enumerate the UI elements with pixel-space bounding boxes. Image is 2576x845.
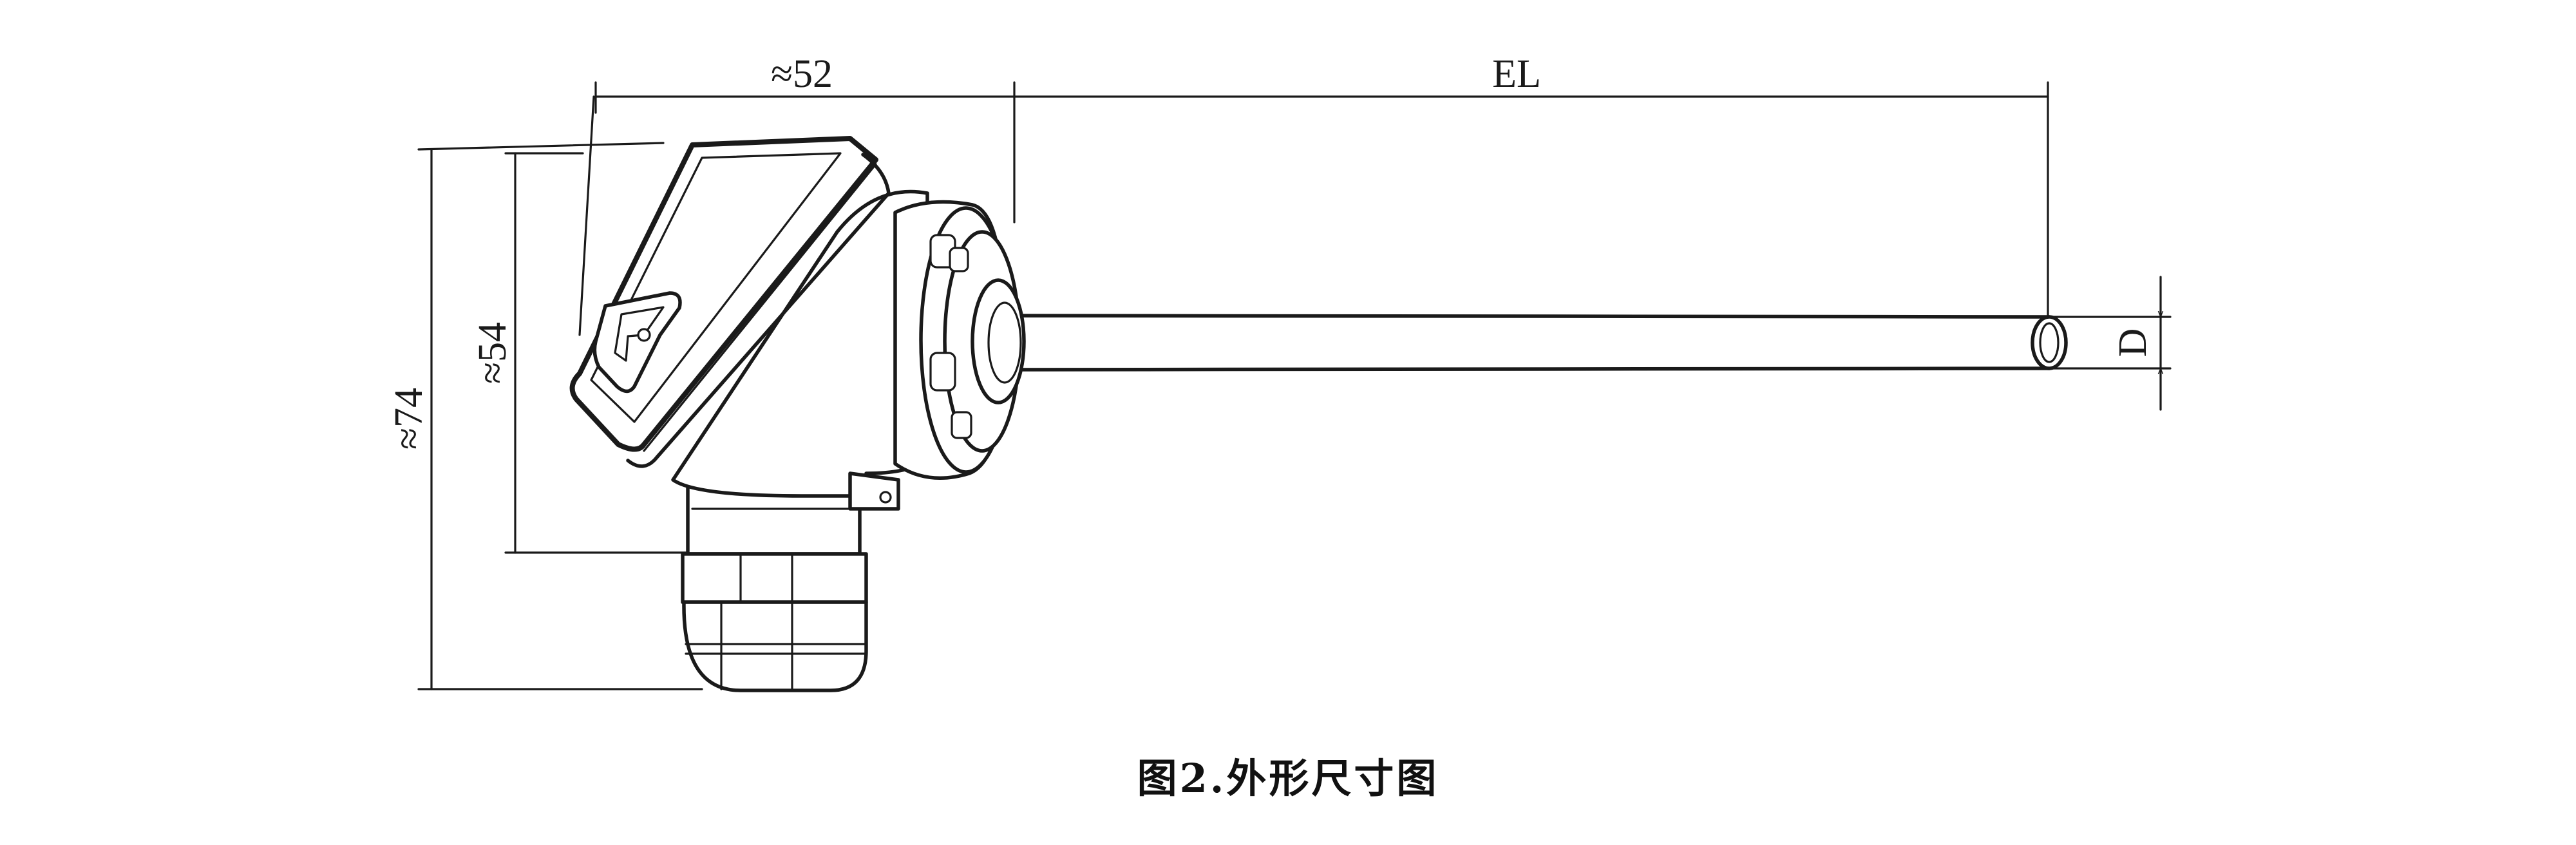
insertion-length-label: EL — [1492, 52, 1541, 96]
figure-caption: 图2.外形尺寸图 — [1137, 755, 1439, 802]
total-height-label: ≈74 — [387, 388, 431, 450]
head-height-label: ≈54 — [471, 322, 515, 384]
probe-tube — [993, 314, 2068, 372]
head-cover — [569, 136, 891, 468]
dimension-lines — [417, 81, 2172, 690]
cable-gland — [681, 468, 868, 692]
head-width-label: ≈52 — [771, 52, 833, 96]
probe-diameter-label: D — [2111, 328, 2155, 357]
connection-head-neck — [893, 200, 1026, 480]
